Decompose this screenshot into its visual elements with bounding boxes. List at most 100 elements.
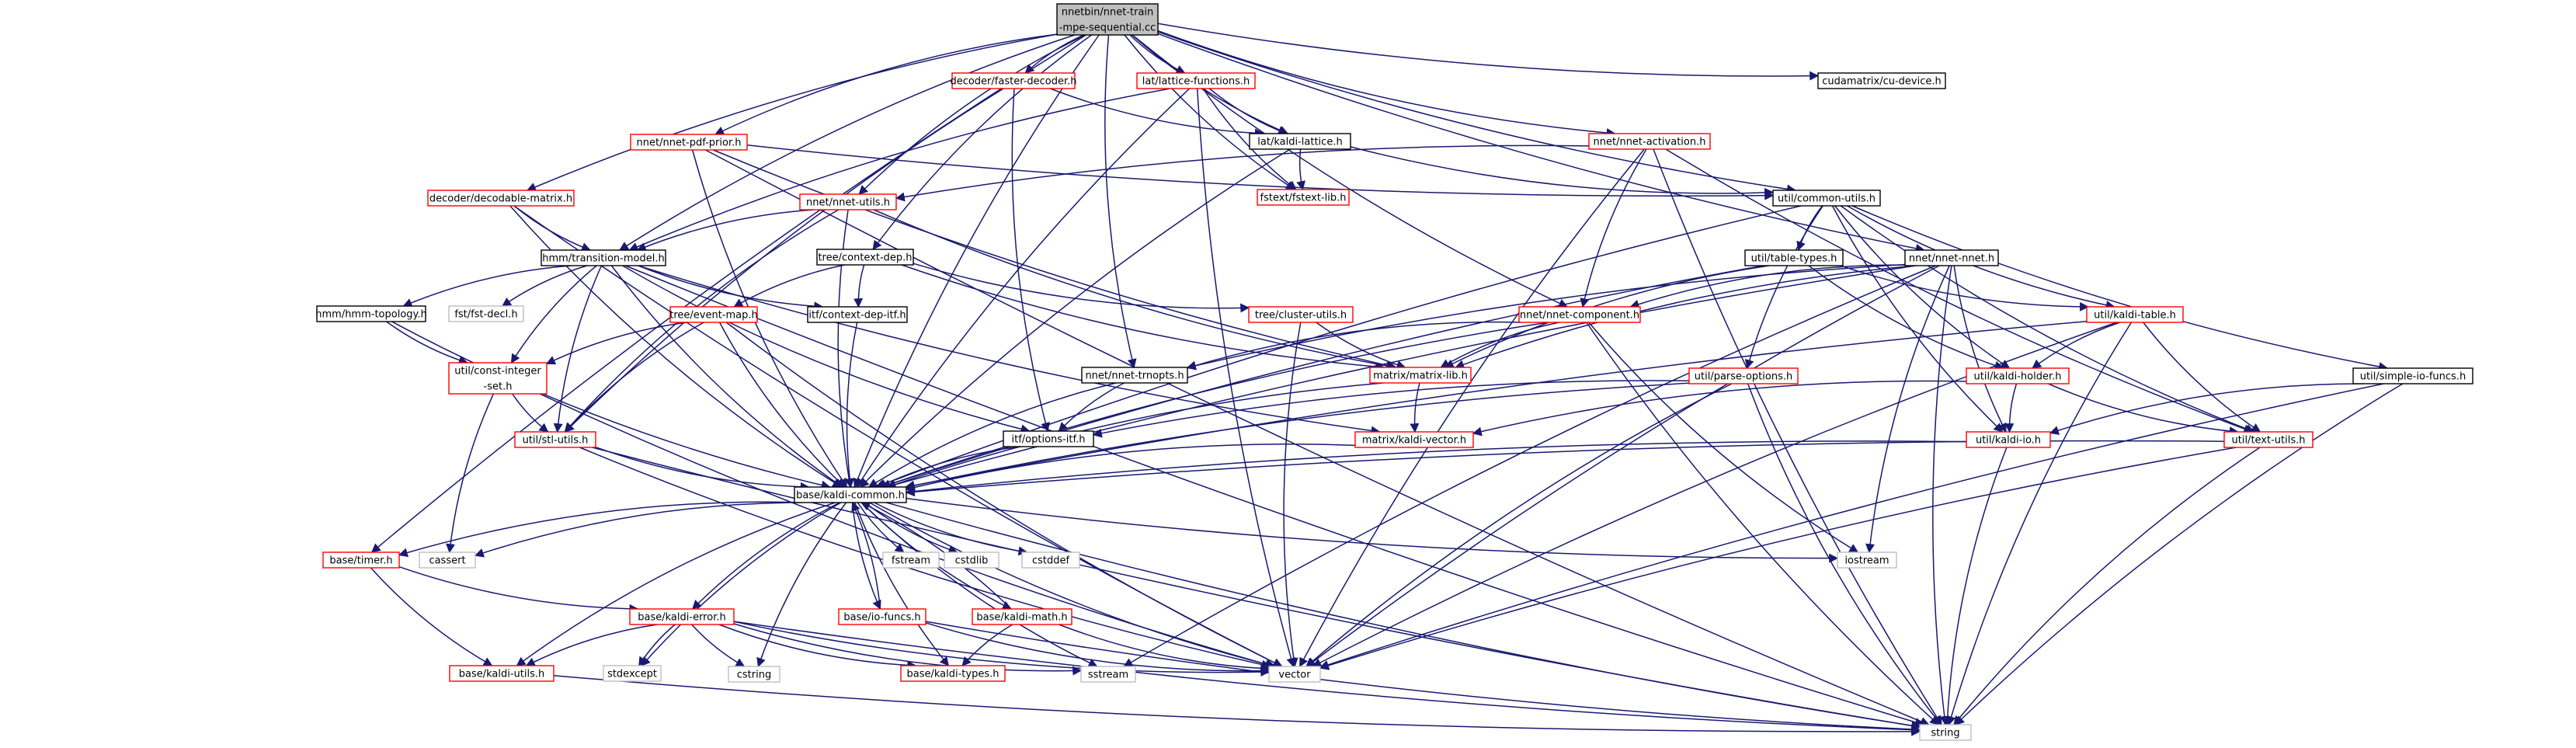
- node-string[interactable]: string: [1919, 724, 1972, 741]
- node-iostream[interactable]: iostream: [1837, 551, 1897, 569]
- edge-stl-utils-to-vector: [579, 447, 1271, 670]
- node-nnet-activation[interactable]: nnet/nnet-activation.h: [1588, 133, 1711, 150]
- node-fstream[interactable]: fstream: [882, 551, 940, 569]
- node-nnet-component[interactable]: nnet/nnet-component.h: [1518, 306, 1641, 323]
- node-const-integer-set[interactable]: util/const-integer-set.h: [448, 362, 548, 395]
- edge-nnet-activation-to-string: [1653, 148, 1942, 726]
- edge-common-utils-to-simple-io-funcs: [1851, 205, 2389, 371]
- node-box: [1248, 306, 1354, 323]
- node-stdexcept[interactable]: stdexcept: [603, 665, 662, 682]
- node-box: [448, 362, 548, 395]
- node-kaldi-holder[interactable]: util/kaldi-holder.h: [1966, 367, 2070, 384]
- node-nnet-nnet[interactable]: nnet/nnet-nnet.h: [1904, 249, 1999, 266]
- edge-kaldi-table-to-kaldi-holder: [2032, 322, 2121, 369]
- node-cstring[interactable]: cstring: [728, 666, 780, 683]
- node-text-utils[interactable]: util/text-utils.h: [2223, 431, 2314, 448]
- node-hmm-topology[interactable]: hmm/hmm-topology.h: [315, 305, 427, 322]
- node-box: [1056, 3, 1159, 36]
- node-stl-utils[interactable]: util/stl-utils.h: [514, 431, 596, 448]
- node-box: [630, 134, 748, 151]
- node-kaldi-lattice[interactable]: lat/kaldi-lattice.h: [1249, 133, 1351, 150]
- node-event-map[interactable]: tree/event-map.h: [669, 306, 758, 323]
- node-transition-model[interactable]: hmm/transition-model.h: [541, 249, 666, 266]
- node-fstext-lib[interactable]: fstext/fstext-lib.h: [1257, 189, 1350, 206]
- node-kaldi-types[interactable]: base/kaldi-types.h: [900, 665, 1006, 682]
- node-fst-decl[interactable]: fst/fst-decl.h: [448, 305, 524, 322]
- edge-kaldi-error-to-kaldi-utils: [525, 624, 658, 666]
- node-cassert[interactable]: cassert: [419, 551, 476, 569]
- node-context-dep[interactable]: tree/context-dep.h: [816, 249, 914, 266]
- node-simple-io-funcs[interactable]: util/simple-io-funcs.h: [2352, 367, 2473, 384]
- node-label: base/kaldi-common.h: [796, 490, 905, 502]
- node-sstream[interactable]: sstream: [1080, 666, 1136, 683]
- edge-root-to-fstext-lib: [1124, 34, 1296, 190]
- edge-kaldi-common-to-string: [885, 502, 1921, 731]
- node-vector[interactable]: vector: [1268, 666, 1321, 683]
- edge-root-to-lattice-functions: [1129, 34, 1186, 74]
- node-box: [322, 551, 400, 569]
- node-nnet-pdf-prior[interactable]: nnet/nnet-pdf-prior.h: [630, 134, 748, 151]
- node-timer[interactable]: base/timer.h: [322, 551, 400, 569]
- node-label: base/kaldi-types.h: [907, 669, 999, 680]
- edge-kaldi-holder-to-kaldi-vector: [1472, 380, 1967, 437]
- edge-nnet-trnopts-to-options-itf: [1058, 382, 1125, 432]
- node-label: util/kaldi-io.h: [1976, 435, 2041, 447]
- node-lattice-functions[interactable]: lat/lattice-functions.h: [1136, 72, 1256, 89]
- node-label: nnet/nnet-component.h: [1520, 310, 1639, 322]
- node-decodable-matrix[interactable]: decoder/decodable-matrix.h: [427, 190, 575, 207]
- edge-kaldi-table-to-kaldi-common: [905, 320, 2088, 490]
- node-options-itf[interactable]: itf/options-itf.h: [1003, 430, 1094, 447]
- node-label: tree/cluster-utils.h: [1255, 310, 1347, 322]
- node-layer: nnetbin/nnet-train-mpe-sequential.cc deco…: [315, 3, 2473, 741]
- node-box: [1744, 249, 1844, 266]
- node-cluster-utils[interactable]: tree/cluster-utils.h: [1248, 306, 1354, 323]
- edge-timer-to-kaldi-utils: [370, 567, 493, 666]
- node-kaldi-common[interactable]: base/kaldi-common.h: [794, 486, 907, 503]
- edge-decodable-matrix-to-transition-model: [513, 205, 592, 252]
- node-box: [816, 249, 914, 266]
- node-box: [1837, 551, 1897, 569]
- node-cstdlib[interactable]: cstdlib: [944, 551, 999, 569]
- edge-kaldi-error-to-stdexcept: [638, 624, 676, 667]
- edge-kaldi-common-to-io-funcs: [851, 502, 881, 611]
- node-kaldi-vector[interactable]: matrix/kaldi-vector.h: [1354, 431, 1474, 448]
- node-label: cassert: [429, 555, 465, 567]
- node-kaldi-error[interactable]: base/kaldi-error.h: [629, 608, 735, 625]
- edge-kaldi-math-to-vector: [1059, 624, 1271, 673]
- edge-nnet-pdf-prior-to-kaldi-common: [691, 149, 848, 488]
- edge-kaldi-common-to-sstream: [860, 502, 1098, 667]
- edge-io-funcs-to-vector: [925, 622, 1271, 676]
- node-cu-device[interactable]: cudamatrix/cu-device.h: [1817, 72, 1946, 89]
- edge-kaldi-error-to-vector: [733, 621, 1271, 677]
- node-nnet-trnopts[interactable]: nnet/nnet-trnopts.h: [1081, 367, 1188, 384]
- edge-kaldi-utils-to-string: [553, 674, 1921, 736]
- node-table-types[interactable]: util/table-types.h: [1744, 249, 1844, 266]
- node-cstddef[interactable]: cstddef: [1021, 551, 1080, 569]
- edge-nnet-utils-to-matrix-lib: [873, 209, 1396, 371]
- node-box: [1003, 430, 1094, 447]
- node-kaldi-utils[interactable]: base/kaldi-utils.h: [449, 665, 554, 682]
- node-faster-decoder[interactable]: decoder/faster-decoder.h: [950, 72, 1077, 89]
- node-parse-options[interactable]: util/parse-options.h: [1688, 367, 1799, 384]
- edge-nnet-utils-to-kaldi-common: [837, 209, 854, 489]
- node-label: util/simple-io-funcs.h: [2360, 371, 2466, 383]
- edge-kaldi-common-to-vector: [869, 502, 1277, 670]
- node-label: -mpe-sequential.cc: [1059, 23, 1156, 34]
- node-box: [449, 665, 554, 682]
- node-kaldi-math[interactable]: base/kaldi-math.h: [972, 608, 1072, 625]
- node-io-funcs[interactable]: base/io-funcs.h: [838, 608, 926, 625]
- edge-simple-io-funcs-to-string: [1955, 383, 2404, 725]
- node-label: hmm/hmm-topology.h: [315, 309, 427, 321]
- node-nnet-utils[interactable]: nnet/nnet-utils.h: [799, 193, 897, 210]
- node-matrix-lib[interactable]: matrix/matrix-lib.h: [1369, 367, 1472, 384]
- node-kaldi-table[interactable]: util/kaldi-table.h: [2086, 306, 2184, 323]
- node-root[interactable]: nnetbin/nnet-train-mpe-sequential.cc: [1056, 3, 1159, 36]
- edge-nnet-component-to-kaldi-common: [881, 322, 1549, 489]
- edge-transition-model-to-fst-decl: [502, 265, 588, 307]
- edge-root-to-transition-model: [619, 34, 1075, 251]
- node-common-utils[interactable]: util/common-utils.h: [1772, 190, 1881, 207]
- node-context-dep-itf[interactable]: itf/context-dep-itf.h: [807, 306, 908, 323]
- node-box: [419, 551, 476, 569]
- node-kaldi-io[interactable]: util/kaldi-io.h: [1966, 431, 2051, 448]
- edge-kaldi-error-to-cstring: [691, 624, 746, 667]
